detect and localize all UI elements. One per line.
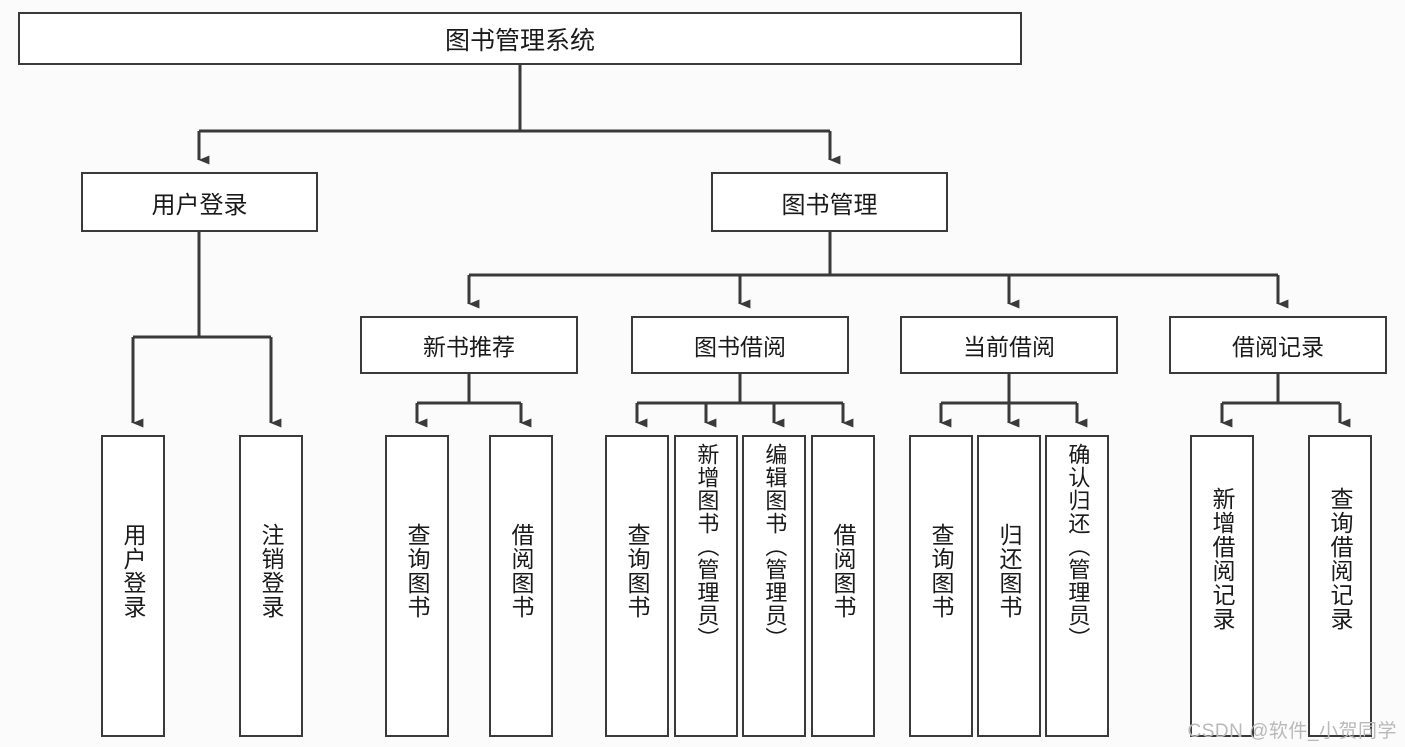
leaf-logout[interactable]: 注销登录 xyxy=(239,435,303,737)
leaf-newbook-query-book[interactable]: 查询图书 xyxy=(385,435,449,737)
leaf-label: 注销登录 xyxy=(258,523,285,619)
node-current-borrow[interactable]: 当前借阅 xyxy=(900,316,1118,374)
leaf-current-query-book[interactable]: 查询图书 xyxy=(909,435,973,737)
leaf-label: 查询图书 xyxy=(624,523,651,619)
leaf-label: 新增借阅记录 xyxy=(1209,487,1236,631)
leaf-borrow-query-book[interactable]: 查询图书 xyxy=(605,435,669,737)
leaf-label: 确认归还（管理员） xyxy=(1065,443,1091,650)
leaf-current-confirm-return-admin[interactable]: 确认归还（管理员） xyxy=(1045,435,1109,737)
leaf-borrow-borrow-book[interactable]: 借阅图书 xyxy=(811,435,875,737)
leaf-record-query-record[interactable]: 查询借阅记录 xyxy=(1308,435,1372,737)
leaf-label: 归还图书 xyxy=(996,523,1023,619)
node-book-management[interactable]: 图书管理 xyxy=(711,172,948,232)
node-new-book-recommend[interactable]: 新书推荐 xyxy=(360,316,578,374)
leaf-label: 查询图书 xyxy=(404,523,431,619)
node-borrow-record[interactable]: 借阅记录 xyxy=(1169,316,1387,374)
leaf-current-return-book[interactable]: 归还图书 xyxy=(977,435,1041,737)
leaf-label: 用户登录 xyxy=(120,523,147,619)
node-book-borrow[interactable]: 图书借阅 xyxy=(631,316,849,374)
leaf-label: 编辑图书（管理员） xyxy=(762,443,788,650)
watermark-text: CSDN @软件_小贺同学 xyxy=(1187,721,1397,742)
leaf-user-login[interactable]: 用户登录 xyxy=(101,435,165,737)
leaf-label: 新增图书（管理员） xyxy=(694,443,720,650)
leaf-newbook-borrow-book[interactable]: 借阅图书 xyxy=(489,435,553,737)
node-user-login[interactable]: 用户登录 xyxy=(81,172,318,232)
leaf-label: 借阅图书 xyxy=(508,523,535,619)
leaf-label: 借阅图书 xyxy=(830,523,857,619)
leaf-label: 查询图书 xyxy=(928,523,955,619)
node-root-system[interactable]: 图书管理系统 xyxy=(18,12,1022,65)
leaf-borrow-edit-book-admin[interactable]: 编辑图书（管理员） xyxy=(742,435,806,737)
leaf-borrow-add-book-admin[interactable]: 新增图书（管理员） xyxy=(674,435,738,737)
leaf-label: 查询借阅记录 xyxy=(1327,487,1354,631)
leaf-record-add-record[interactable]: 新增借阅记录 xyxy=(1190,435,1254,737)
